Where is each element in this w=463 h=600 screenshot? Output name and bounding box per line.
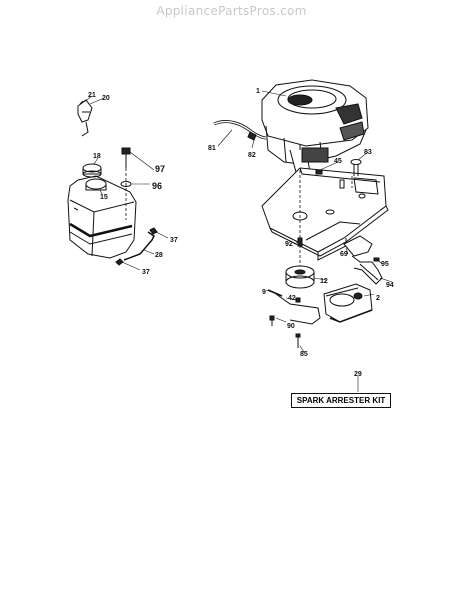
bolt-85 <box>295 333 301 348</box>
callout-20: 20 <box>102 95 110 102</box>
callout-95: 95 <box>381 261 389 268</box>
callout-37b: 37 <box>142 269 150 276</box>
clamp-37a <box>149 227 158 235</box>
callout-18: 18 <box>93 153 101 160</box>
fuel-cap <box>82 163 102 178</box>
bolt-92 <box>297 237 303 247</box>
callout-21: 21 <box>88 92 96 99</box>
callout-94: 94 <box>386 282 394 289</box>
exhaust-pipe <box>343 235 383 285</box>
fuel-tank <box>67 175 137 259</box>
bolt-83 <box>350 159 362 176</box>
callout-81: 81 <box>208 145 216 152</box>
callout-29: 29 <box>354 371 362 378</box>
spark-arrester-kit-label: SPARK ARRESTER KIT <box>291 393 391 408</box>
callout-90: 90 <box>287 323 295 330</box>
callout-92: 92 <box>285 241 293 248</box>
heat-shield-bracket <box>275 293 321 325</box>
bolt-90 <box>269 315 275 326</box>
callout-1: 1 <box>256 88 260 95</box>
callout-45: 45 <box>334 158 342 165</box>
callout-2: 2 <box>376 295 380 302</box>
callout-97: 97 <box>155 164 165 174</box>
muffler <box>323 283 373 323</box>
callout-37a: 37 <box>170 237 178 244</box>
clamp-37b <box>115 258 124 266</box>
callout-85: 85 <box>300 351 308 358</box>
callout-15: 15 <box>100 194 108 201</box>
fuel-hose <box>123 231 155 261</box>
callout-83: 83 <box>364 149 372 156</box>
callout-9: 9 <box>262 289 266 296</box>
callout-69: 69 <box>340 251 348 258</box>
tank-bolt <box>121 147 131 168</box>
bolt-45 <box>315 169 323 175</box>
callout-12: 12 <box>320 278 328 285</box>
watermark: AppliancePartsPros.com <box>156 4 307 18</box>
engine <box>261 79 369 173</box>
callout-82: 82 <box>248 152 256 159</box>
callout-42: 42 <box>288 295 296 302</box>
callout-96: 96 <box>152 181 162 191</box>
callout-28: 28 <box>155 252 163 259</box>
pulley <box>285 265 315 289</box>
washer <box>120 181 132 187</box>
fuel-shutoff <box>77 99 93 137</box>
